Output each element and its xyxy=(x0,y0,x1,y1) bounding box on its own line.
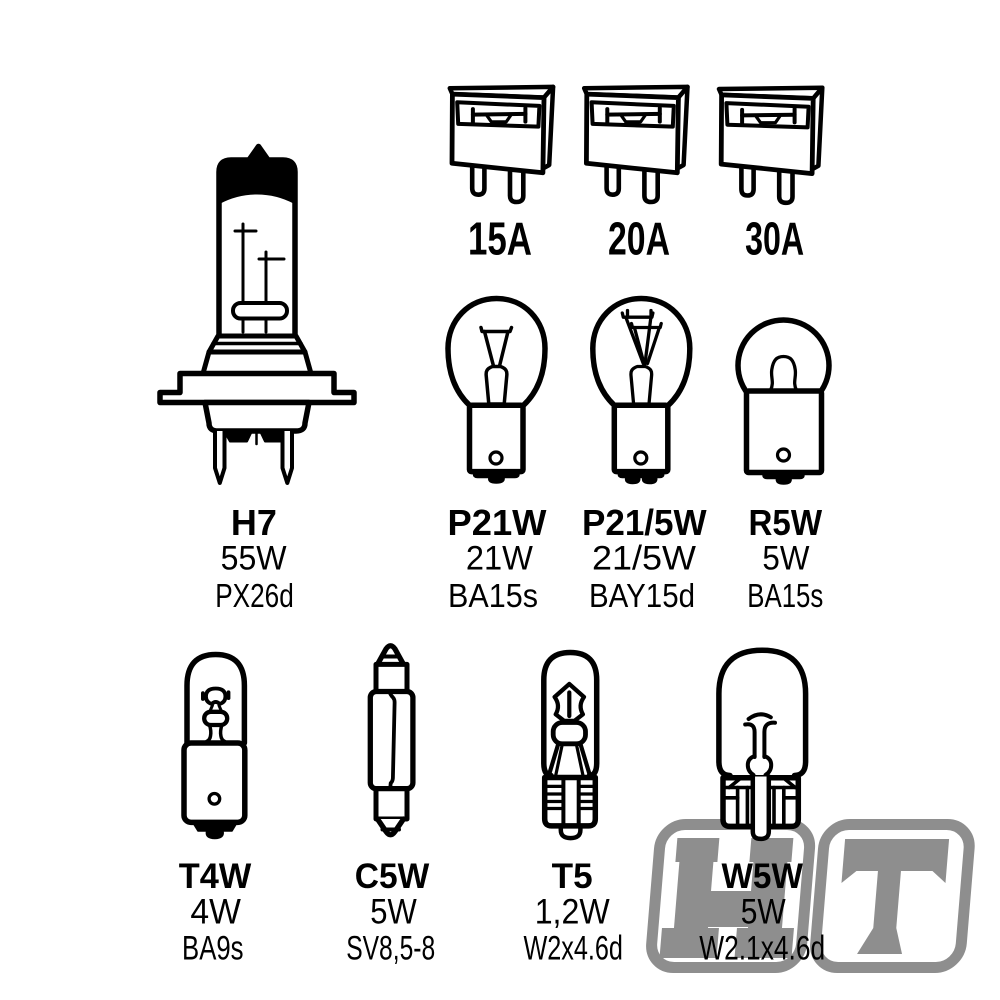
svg-text:20A: 20A xyxy=(608,212,670,264)
svg-text:1,2W: 1,2W xyxy=(535,892,610,931)
svg-text:C5W: C5W xyxy=(355,857,430,896)
svg-text:W2x4.6d: W2x4.6d xyxy=(523,930,623,968)
svg-text:55W: 55W xyxy=(221,539,287,577)
svg-text:T4W: T4W xyxy=(179,857,252,896)
svg-text:P21/5W: P21/5W xyxy=(582,502,707,543)
svg-text:5W: 5W xyxy=(741,892,786,931)
svg-text:BAY15d: BAY15d xyxy=(589,578,695,615)
svg-text:21/5W: 21/5W xyxy=(592,539,697,577)
svg-text:BA9s: BA9s xyxy=(182,930,244,968)
svg-text:21W: 21W xyxy=(466,539,534,577)
svg-text:R5W: R5W xyxy=(749,502,823,543)
svg-text:4W: 4W xyxy=(190,892,241,931)
svg-text:W5W: W5W xyxy=(721,857,803,896)
svg-text:T5: T5 xyxy=(552,857,593,896)
svg-text:BA15s: BA15s xyxy=(747,578,823,615)
svg-text:W2.1x4.6d: W2.1x4.6d xyxy=(699,930,825,968)
svg-text:SV8,5-8: SV8,5-8 xyxy=(346,930,435,968)
svg-text:H7: H7 xyxy=(231,502,277,543)
svg-text:PX26d: PX26d xyxy=(215,578,294,615)
svg-text:30A: 30A xyxy=(745,212,804,264)
svg-text:15A: 15A xyxy=(468,212,532,264)
svg-text:5W: 5W xyxy=(762,539,809,577)
svg-text:5W: 5W xyxy=(370,892,417,931)
svg-text:BA15s: BA15s xyxy=(448,578,538,615)
svg-text:P21W: P21W xyxy=(448,502,547,543)
